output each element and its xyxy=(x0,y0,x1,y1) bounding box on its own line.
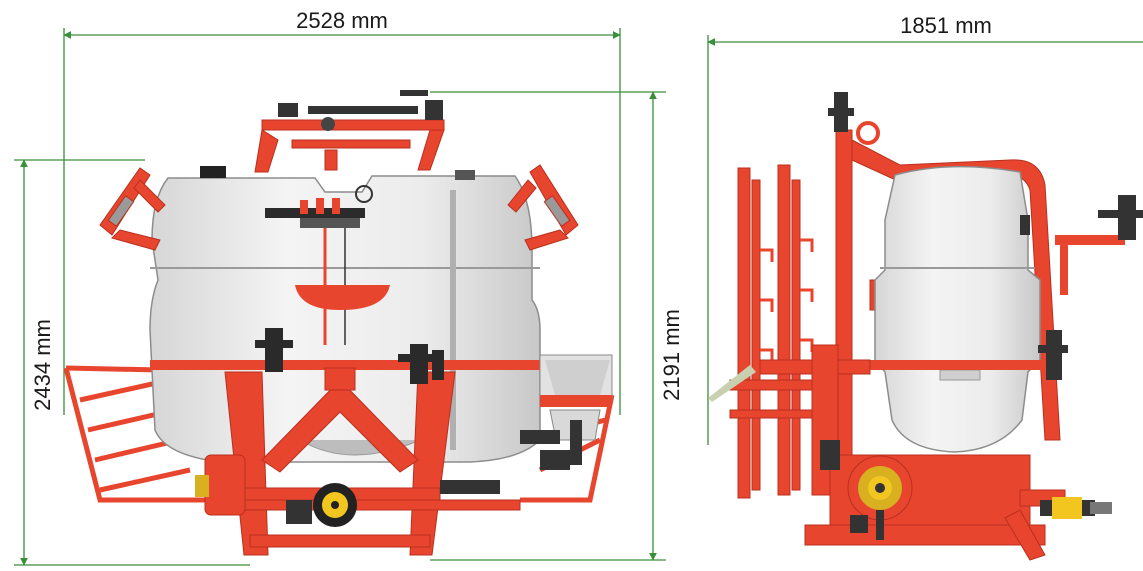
side-right-valve xyxy=(1098,195,1143,240)
side-valve-lower xyxy=(820,440,868,533)
side-width-label: 1851 mm xyxy=(900,13,992,38)
side-top-valve xyxy=(828,92,854,132)
side-regulator xyxy=(1038,330,1068,380)
front-tank-band xyxy=(150,360,540,370)
side-right-arm xyxy=(1055,235,1125,295)
front-view-sprayer xyxy=(63,90,615,556)
front-right-valves xyxy=(520,420,582,470)
side-pto-shaft xyxy=(1040,497,1112,519)
front-red-tray xyxy=(295,285,390,310)
front-width-label: 2528 mm xyxy=(296,8,388,33)
front-left-boom xyxy=(99,167,166,251)
side-pump-assembly xyxy=(847,455,913,540)
front-valve-manifold xyxy=(265,185,373,228)
front-regulator-right xyxy=(398,344,444,384)
front-top-valves xyxy=(278,90,443,131)
front-top-mast xyxy=(254,119,445,173)
dimension-lines xyxy=(14,28,1143,566)
front-regulator-left xyxy=(255,328,293,372)
side-nozzle-lever xyxy=(708,365,756,402)
side-boom-columns xyxy=(729,164,821,499)
side-height-label: 2191 mm xyxy=(659,309,684,401)
front-pump-assembly xyxy=(195,454,500,527)
side-lifting-ring xyxy=(856,121,880,145)
side-tank xyxy=(874,165,1041,453)
side-view-sprayer xyxy=(708,92,1143,561)
front-height-label: 2434 mm xyxy=(30,319,55,411)
side-boom-hooks xyxy=(760,238,814,362)
front-right-boom xyxy=(507,164,579,251)
side-tank-band xyxy=(870,360,1045,370)
